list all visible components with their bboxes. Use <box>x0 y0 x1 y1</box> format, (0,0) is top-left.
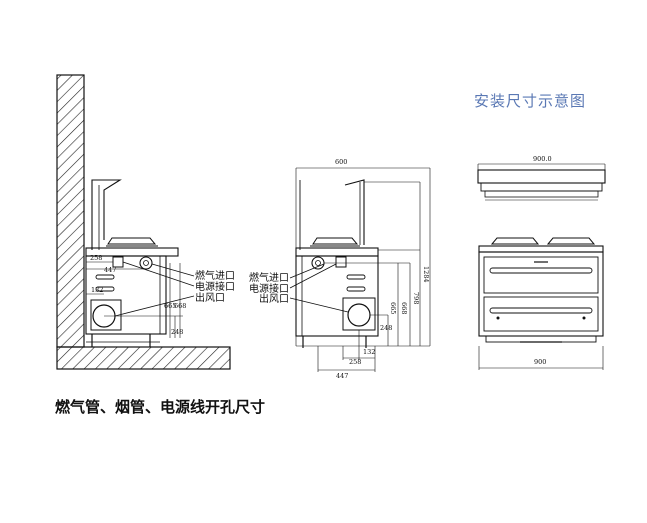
dim-665: 665 <box>164 302 176 310</box>
dim-900-bottom: 900 <box>534 358 546 366</box>
wall-hatch <box>56 74 85 348</box>
label-air-outlet-left: 出风口 <box>195 291 225 304</box>
diagram-title: 安装尺寸示意图 <box>474 92 587 110</box>
dim-132-mid: 132 <box>363 348 375 356</box>
front-view: 900.0 900 <box>477 155 606 370</box>
diagram-caption: 燃气管、烟管、电源线开孔尺寸 <box>55 398 266 416</box>
dim-668: 668 <box>174 302 186 310</box>
dim-258: 258 <box>90 254 102 262</box>
dim-665-mid: 665 <box>389 302 397 314</box>
label-power-port-mid: 电源接口 <box>249 282 289 295</box>
label-gas-inlet-left: 燃气进口 <box>195 269 235 282</box>
dim-447-mid: 447 <box>336 372 348 380</box>
label-power-port-left: 电源接口 <box>195 280 235 293</box>
label-air-outlet-mid: 出风口 <box>259 292 289 305</box>
dim-900-top: 900.0 <box>533 155 552 163</box>
floor-hatch <box>56 346 231 370</box>
dim-248-mid: 248 <box>380 324 392 332</box>
middle-view: 600 1284 <box>249 158 431 380</box>
dim-447: 447 <box>104 266 116 274</box>
dim-798: 798 <box>412 292 420 304</box>
dim-668-mid: 668 <box>400 302 408 314</box>
dim-600: 600 <box>335 158 347 166</box>
side-view: 258 447 132 665 668 248 燃气进口 电源接口 出风口 <box>56 74 235 370</box>
label-gas-inlet-mid: 燃气进口 <box>249 271 289 284</box>
dim-248: 248 <box>171 328 183 336</box>
dim-132: 132 <box>91 286 103 294</box>
dim-258-mid: 258 <box>349 358 361 366</box>
dim-1284: 1284 <box>422 266 430 283</box>
